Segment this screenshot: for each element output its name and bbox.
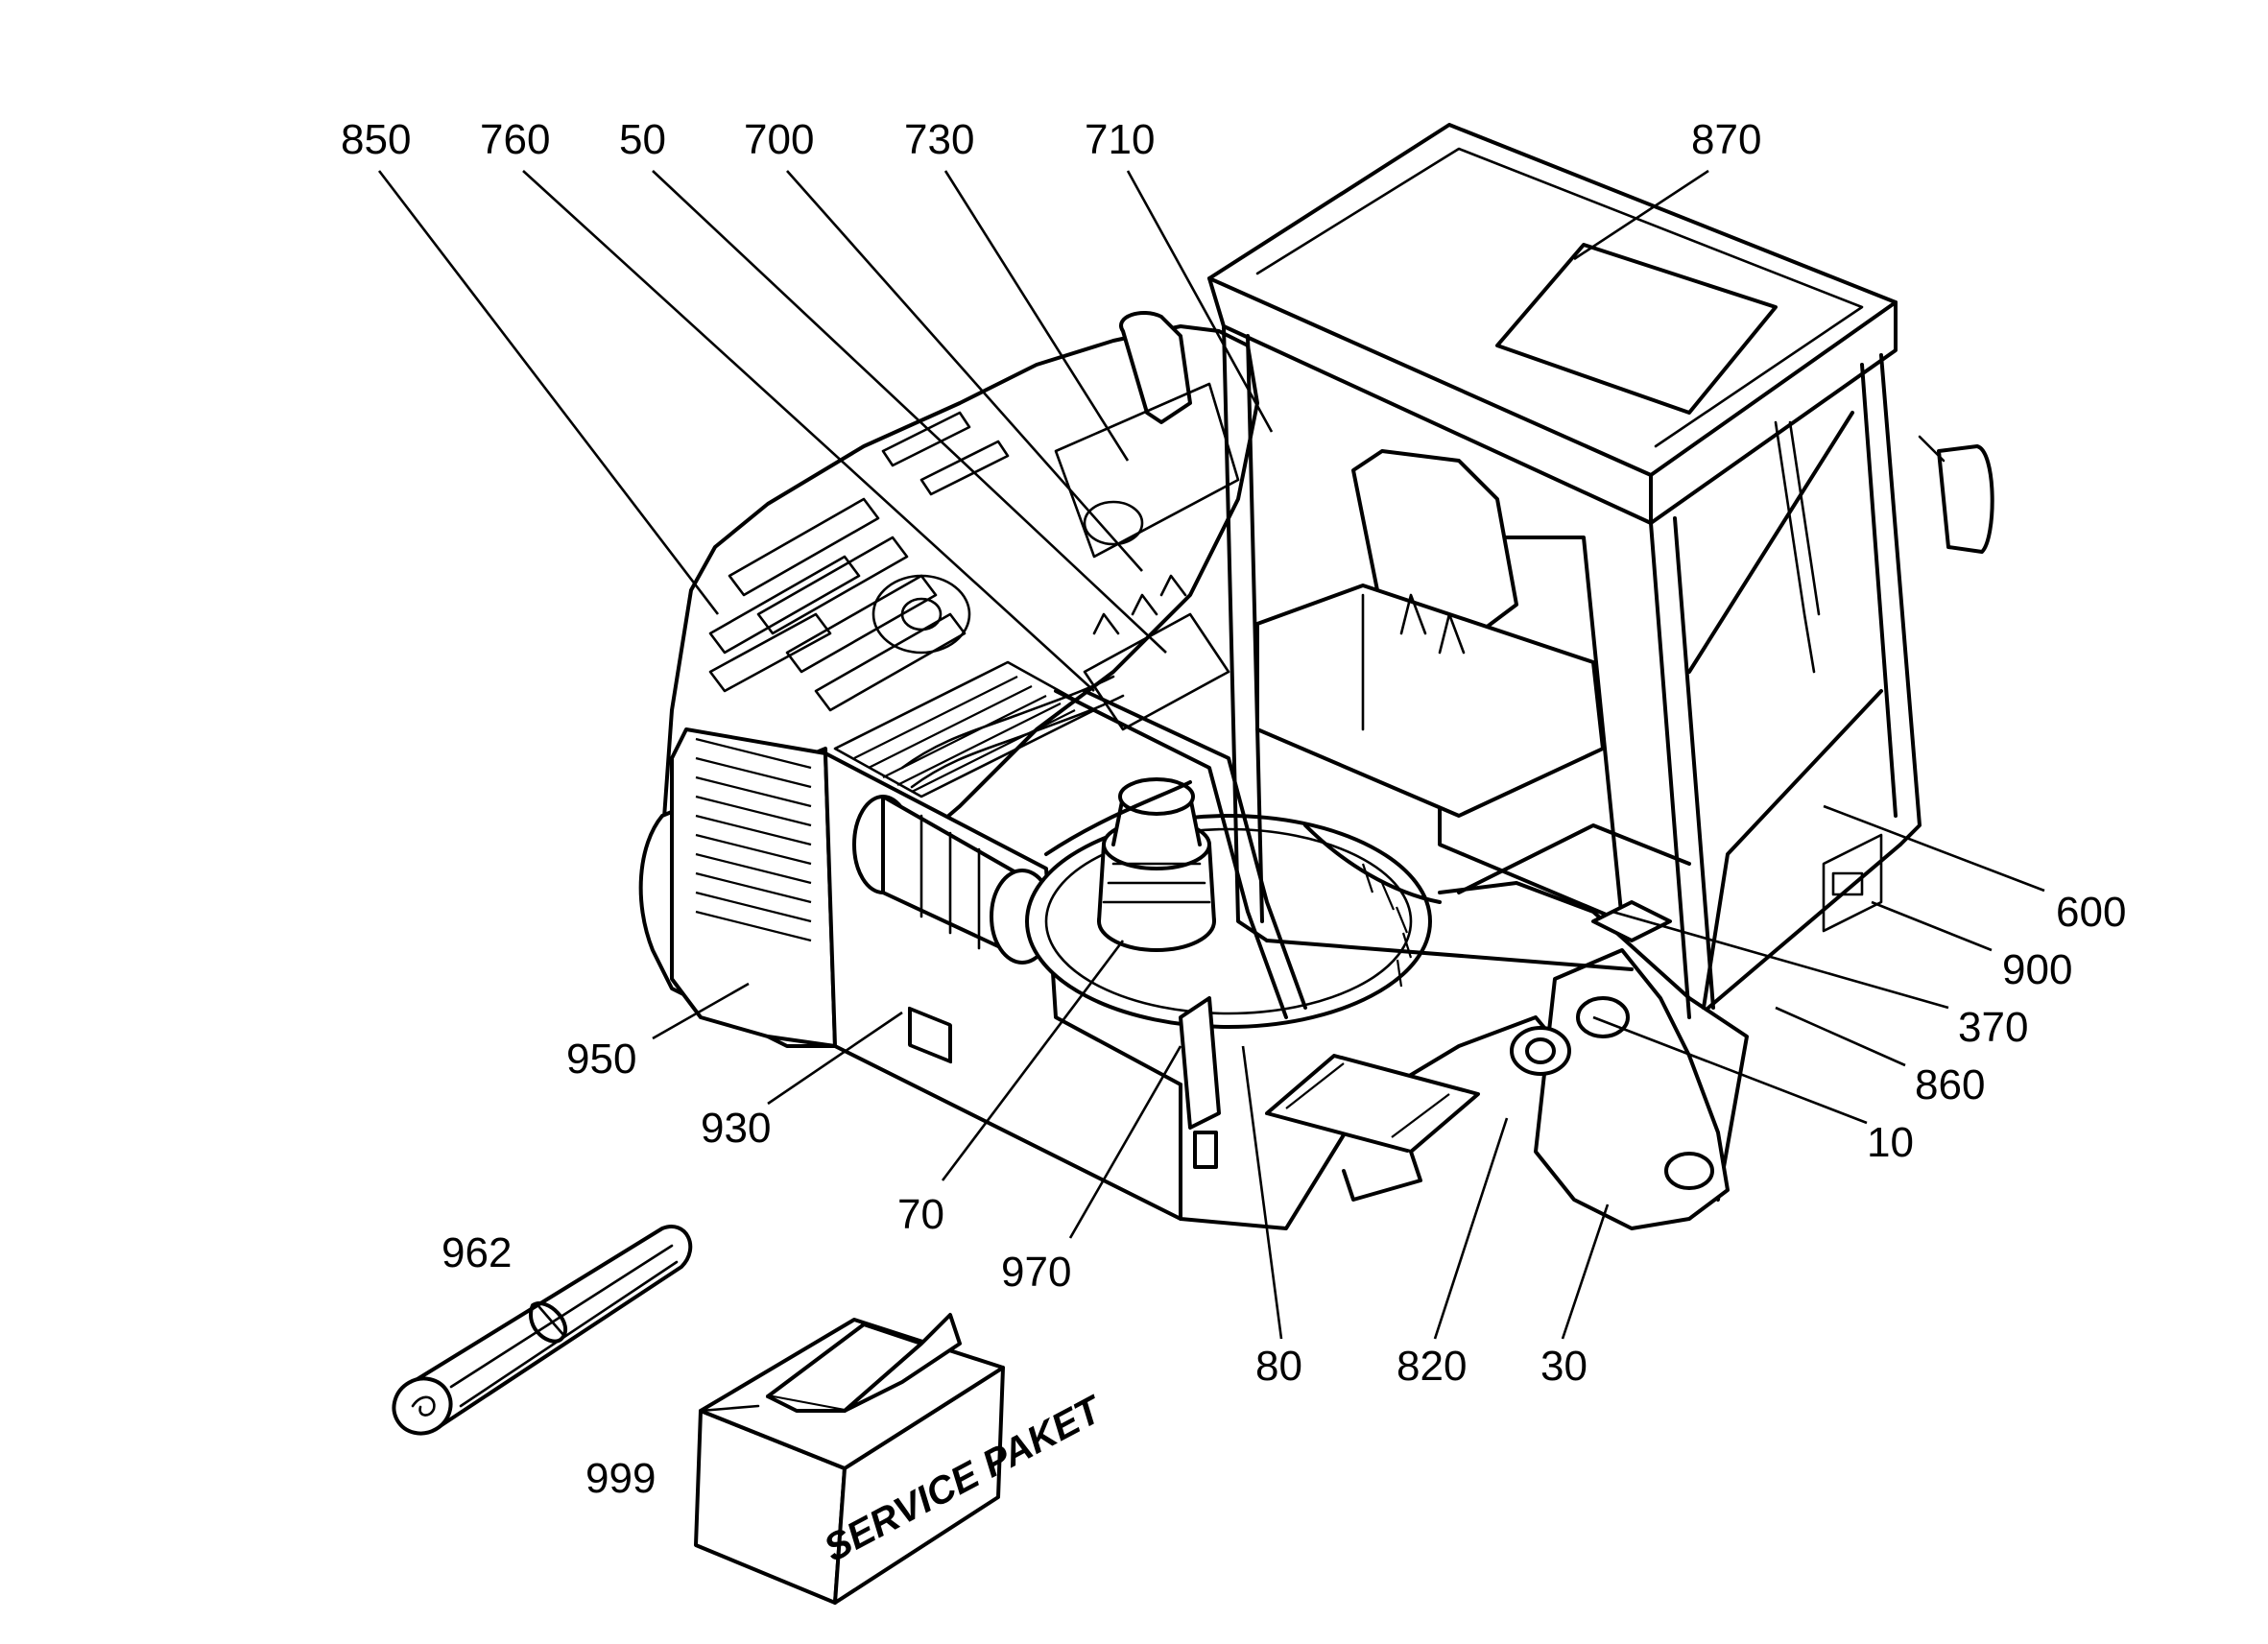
leader-10 [1592,1015,1868,1125]
leader-900 [1871,900,1993,952]
callout-80: 80 [1255,1343,1302,1390]
callout-970: 970 [1001,1249,1071,1296]
leader-30 [1561,1203,1610,1340]
leader-930 [767,1011,903,1106]
roof-hatch [1495,243,1778,415]
callout-700: 700 [744,116,814,163]
callout-860: 860 [1915,1061,1985,1108]
leader-860 [1775,1006,1906,1067]
leader-870 [1573,169,1709,261]
callout-930: 930 [701,1105,771,1152]
control-console [1255,584,1605,818]
leader-710 [1126,170,1274,433]
swing-motor [1097,777,1216,952]
callout-900: 900 [2002,946,2072,993]
callout-950: 950 [566,1036,636,1083]
leader-70 [941,940,1125,1181]
leader-700 [786,170,1143,572]
side-mirror [1937,444,1994,554]
leader-80 [1241,1045,1283,1340]
tool-roll [392,1225,693,1436]
service-kit-box: SERVICE PAKET [694,1313,1110,1605]
cab-rear-pillar [1649,521,1691,1019]
callout-710: 710 [1085,116,1155,163]
leader-820 [1433,1117,1509,1340]
callout-962: 962 [442,1229,512,1276]
leader-950 [652,982,750,1040]
leader-lines [377,169,2045,1340]
callout-370: 370 [1958,1004,2028,1051]
callout-820: 820 [1397,1343,1467,1390]
leader-600 [1823,804,2045,893]
panel-latch [908,1006,952,1064]
leader-970 [1068,1045,1182,1239]
wiper [1774,420,1816,674]
hydraulic-line [1054,689,1288,1019]
leader-370 [1611,910,1949,1010]
callout-10: 10 [1867,1119,1914,1166]
leader-730 [943,170,1130,462]
callout-50: 50 [619,116,666,163]
slewing-ring [1025,814,1432,1029]
excavator-upper-structure [638,123,1994,1230]
cab-side-pillar [1879,353,1922,846]
operator-cab [1207,123,1994,1019]
callout-870: 870 [1691,116,1761,163]
leader-760 [522,170,1095,692]
leader-50 [652,170,1167,654]
callout-labels: 850 760 50 700 730 710 870 600 900 370 8… [341,116,2126,1502]
callout-999: 999 [585,1455,656,1502]
callout-70: 70 [897,1191,944,1238]
callout-850: 850 [341,116,411,163]
footrest-plate [1591,900,1672,942]
callout-730: 730 [904,116,974,163]
rear-grille-slats [695,737,812,942]
access-step [1265,1054,1480,1202]
callout-30: 30 [1540,1343,1588,1390]
leader-850 [377,170,720,615]
battery-compartment [1822,833,1883,933]
callout-600: 600 [2056,889,2126,936]
callout-760: 760 [480,116,550,163]
